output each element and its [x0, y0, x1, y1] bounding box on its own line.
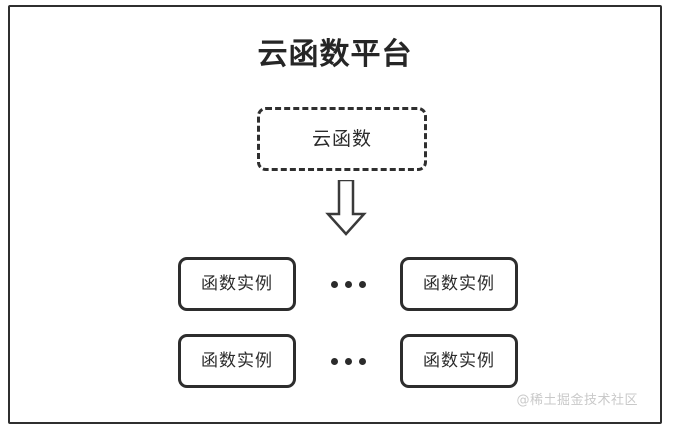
cloud-function-node: 云函数: [257, 107, 427, 171]
function-instance-label: 函数实例: [201, 351, 273, 371]
ellipsis-dot: [330, 357, 338, 365]
function-instance-row: 函数实例 函数实例: [178, 334, 518, 388]
ellipsis-dot: [344, 280, 352, 288]
function-instance-box: 函数实例: [178, 334, 296, 388]
function-instance-label: 函数实例: [423, 351, 495, 371]
ellipsis-icon: [330, 334, 366, 388]
function-instance-box: 函数实例: [178, 257, 296, 311]
function-instance-box: 函数实例: [400, 334, 518, 388]
function-instance-box: 函数实例: [400, 257, 518, 311]
function-instance-label: 函数实例: [201, 274, 273, 294]
ellipsis-icon: [330, 257, 366, 311]
cloud-function-platform-frame: 云函数平台 云函数 函数实例 函数实例 函数实例: [8, 5, 662, 424]
ellipsis-dot: [358, 357, 366, 365]
function-instance-label: 函数实例: [423, 274, 495, 294]
function-instance-row: 函数实例 函数实例: [178, 257, 518, 311]
watermark: @稀土掘金技术社区: [516, 393, 638, 408]
ellipsis-dot: [358, 280, 366, 288]
down-block-arrow-icon: [324, 178, 368, 236]
ellipsis-dot: [330, 280, 338, 288]
ellipsis-dot: [344, 357, 352, 365]
cloud-function-label: 云函数: [311, 128, 372, 150]
page-title: 云函数平台: [257, 37, 413, 72]
